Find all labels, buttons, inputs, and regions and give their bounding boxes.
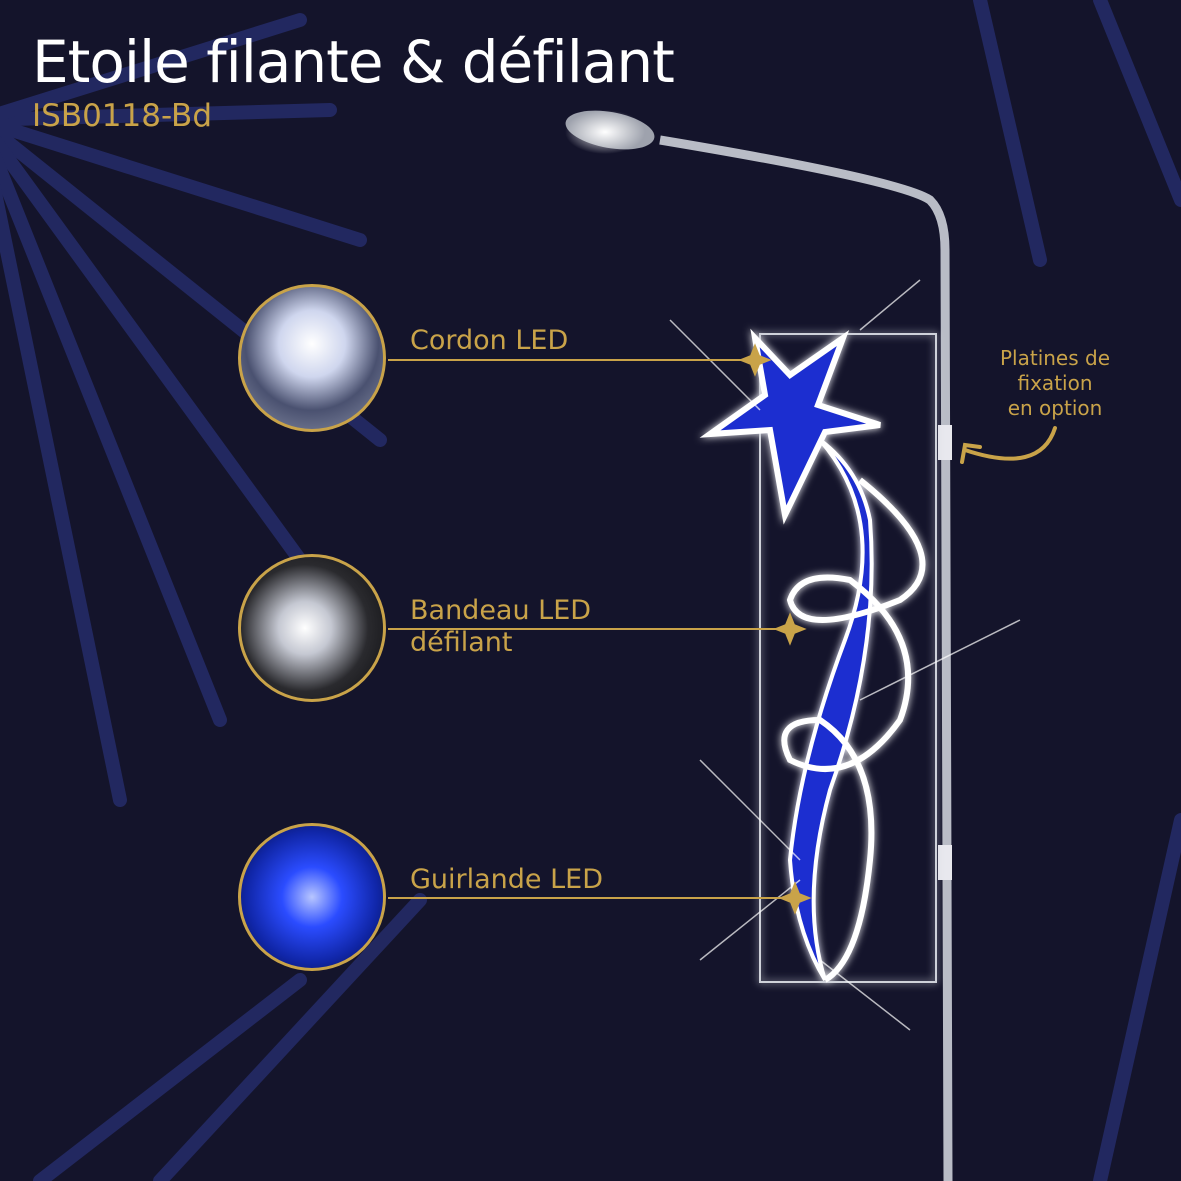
feature-label-bandeau-line1: Bandeau LED bbox=[410, 595, 592, 626]
led-rope-reel-icon bbox=[238, 284, 386, 432]
feature-label-guirlande: Guirlande LED bbox=[410, 864, 604, 895]
lamp-light bbox=[565, 110, 645, 154]
led-ribbon bbox=[781, 477, 926, 983]
product-sku: ISB0118-Bd bbox=[32, 98, 213, 134]
mounting-plate-top bbox=[938, 425, 952, 460]
note-line2: fixation bbox=[1017, 371, 1093, 395]
callout-lines bbox=[388, 343, 1057, 915]
sparkle-marker-icon bbox=[738, 343, 772, 377]
feature-label-bandeau-line2: défilant bbox=[410, 627, 513, 658]
feature-label-bandeau: Bandeau LED défilant bbox=[410, 595, 591, 659]
feature-label-cordon: Cordon LED bbox=[410, 325, 569, 356]
star-icon bbox=[699, 328, 881, 525]
note-line3: en option bbox=[1007, 396, 1103, 420]
arrow-head-icon bbox=[960, 442, 982, 464]
lamp-pole bbox=[659, 135, 953, 1181]
note-line1: Platines de bbox=[999, 346, 1111, 370]
mounting-plates-note: Platines de fixation en option bbox=[992, 346, 1118, 421]
curved-arrow-icon bbox=[963, 426, 1057, 461]
sparkles bbox=[669, 279, 1021, 1031]
led-strip-icon bbox=[238, 554, 386, 702]
street-lamp bbox=[565, 110, 953, 1181]
star-tail bbox=[787, 438, 874, 982]
sparkle-marker-icon bbox=[773, 612, 807, 646]
sparkle-marker-icon bbox=[778, 881, 812, 915]
page-title: Etoile filante & défilant bbox=[32, 28, 675, 96]
mounting-plate-bottom bbox=[938, 845, 952, 880]
led-garland-icon bbox=[238, 823, 386, 971]
star-decoration bbox=[699, 328, 937, 983]
